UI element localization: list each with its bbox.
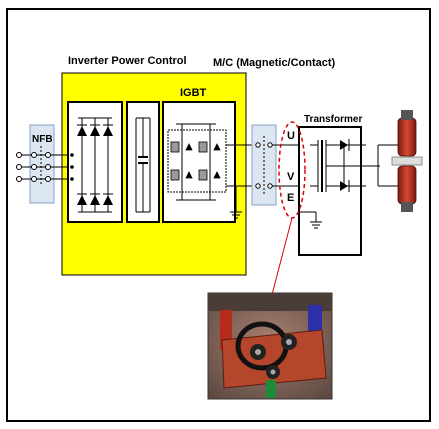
workpiece-icon [391,156,423,166]
transistor-icon [198,169,208,181]
diode-icon [340,181,348,191]
diode-icon [77,195,87,205]
transformer-box [298,126,362,256]
mc-contacts [255,136,298,194]
terminal-e-label: E [287,192,294,204]
ground-symbol [298,211,322,229]
welding-electrodes [391,110,423,212]
upper-electrode-icon [397,117,417,157]
transistor-icon [170,169,180,181]
diode-icon [77,126,87,136]
terminal-icon [16,152,22,158]
capacitor-icon [135,117,151,213]
electrode-holder [401,110,413,120]
igbt-transistors [170,141,221,181]
transistor-icon [198,141,208,153]
terminal-photo [207,292,333,400]
nfb-label: NFB [32,134,53,145]
diode-icon [90,126,100,136]
transformer-internals [310,140,380,192]
terminal-icon [16,164,22,170]
rectifier-diodes [77,124,113,205]
transistor-icon [170,141,180,153]
terminal-icon [16,176,22,182]
terminal-v-label: V [287,171,295,183]
electrode-holder [401,202,413,212]
igbt-switches [167,123,227,201]
junction-dots [70,153,74,181]
diode-icon [213,143,221,151]
copper-busbar-icon [221,329,327,389]
electrode-leads [366,144,400,187]
igbt-box [162,101,236,223]
diode-icon [213,171,221,179]
mc-label: M/C (Magnetic/Contact) [213,57,336,69]
lower-electrode-icon [397,165,417,205]
input-lines [16,146,68,186]
diode-icon [103,126,113,136]
igbt-label: IGBT [180,87,207,99]
inverter-power-control-label: Inverter Power Control [68,55,187,67]
terminal-u-label: U [287,130,295,142]
diode-icon [185,171,193,179]
diode-icon [103,195,113,205]
diode-icon [90,195,100,205]
transformer-label: Transformer [304,114,362,125]
diode-icon [340,140,348,150]
transformer-diodes [340,139,350,192]
diode-icon [185,143,193,151]
